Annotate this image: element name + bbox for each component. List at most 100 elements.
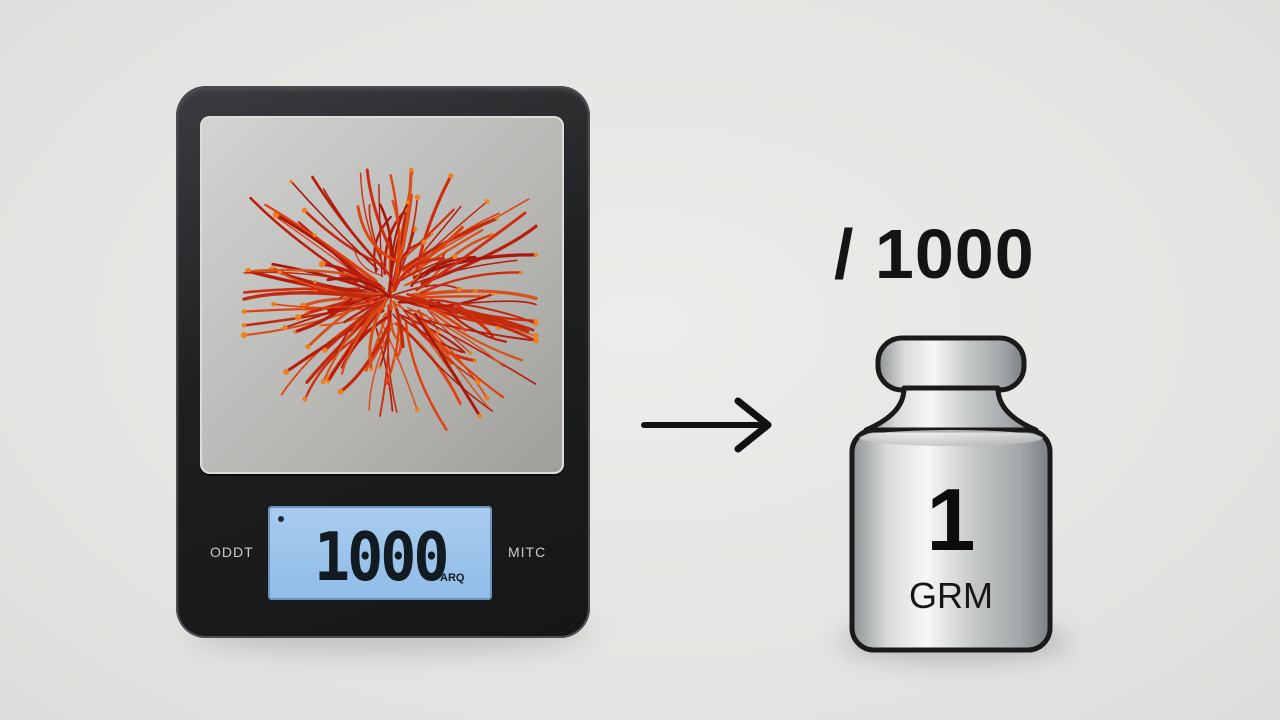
saffron-thread-tip [421, 239, 427, 245]
saffron-thread-tip [289, 179, 293, 184]
saffron-thread [396, 233, 433, 265]
saffron-thread [303, 209, 381, 265]
saffron-thread [404, 320, 448, 431]
saffron-threads [240, 167, 539, 431]
saffron-thread-tip [448, 173, 454, 179]
saffron-thread-tip [282, 324, 288, 331]
saffron-thread [390, 284, 461, 297]
saffron-thread [397, 228, 484, 282]
saffron-thread-tip [293, 330, 297, 334]
calibration-weight [849, 335, 1053, 653]
saffron-thread [290, 180, 379, 271]
saffron-thread-tip [534, 252, 538, 257]
display-indicator-dot [278, 516, 284, 522]
saffron-thread-tip [473, 288, 478, 294]
saffron-thread [378, 184, 383, 278]
saffron-thread-tip [240, 332, 248, 339]
saffron-thread-tip [414, 406, 420, 412]
saffron-thread [397, 297, 538, 342]
saffron-thread-tip [241, 309, 247, 314]
saffron-thread-tip [337, 388, 344, 395]
saffron-thread-tip [405, 200, 410, 205]
saffron-thread [359, 172, 395, 285]
scale-platform [200, 116, 564, 474]
saffron-thread [430, 310, 523, 362]
saffron-thread-tip [393, 357, 397, 360]
saffron-thread [278, 271, 385, 295]
saffron-thread [419, 290, 476, 297]
saffron-thread [379, 304, 390, 417]
weight-number: 1 [926, 470, 976, 569]
saffron-thread [311, 175, 392, 277]
left-button-label: ODDT [210, 544, 254, 560]
saffron-thread [326, 276, 391, 298]
saffron-thread [417, 309, 454, 365]
saffron-thread [243, 271, 358, 284]
saffron-thread [340, 303, 384, 375]
saffron-thread-tip [491, 292, 495, 296]
saffron-thread-tip [519, 270, 523, 275]
saffron-thread [413, 312, 482, 418]
saffron-thread-tip [468, 350, 473, 355]
saffron-thread-tip [477, 413, 483, 419]
kitchen-scale: 1000 ARQ ODDT MITC [176, 86, 590, 638]
saffron-thread-tip [283, 368, 289, 375]
divisor-text: / 1000 [834, 215, 1035, 293]
saffron-thread-tip [312, 233, 317, 238]
saffron-thread-tip [533, 337, 539, 344]
saffron-thread [400, 256, 456, 281]
right-arrow-icon [641, 397, 772, 453]
saffron-thread-tip [484, 395, 490, 401]
saffron-thread-tip [326, 379, 330, 384]
saffron-thread-tip [294, 314, 302, 321]
saffron-thread [343, 300, 381, 324]
saffron-thread [368, 297, 389, 371]
saffron-thread [436, 299, 480, 324]
saffron-thread [415, 211, 527, 292]
saffron-thread [419, 271, 522, 295]
saffron-thread [242, 291, 364, 301]
saffron-thread-tip [533, 333, 539, 339]
saffron-thread-tip [409, 167, 414, 173]
saffron-thread [399, 241, 425, 272]
saffron-thread [389, 174, 400, 288]
saffron-thread [356, 205, 400, 263]
saffron-thread-tip [320, 379, 326, 385]
saffron-thread [368, 204, 384, 265]
weight-unit: GRM [909, 575, 993, 616]
saffron-thread [378, 310, 392, 369]
saffron-thread [378, 203, 393, 294]
saffron-thread-tip [322, 347, 328, 353]
saffron-thread-tip [378, 365, 382, 369]
saffron-thread [396, 295, 535, 332]
saffron-thread [293, 297, 353, 334]
saffron-thread [323, 300, 383, 352]
saffron-thread-tip [369, 367, 373, 372]
saffron-thread-tip [302, 396, 308, 402]
saffron-thread [338, 325, 390, 394]
display-value: 1000 [314, 518, 449, 597]
saffron-thread [274, 213, 365, 280]
saffron-thread [435, 299, 508, 343]
saffron-thread [410, 289, 538, 300]
saffron-thread-tip [313, 280, 317, 284]
saffron-thread-tip [277, 270, 282, 275]
saffron-thread-tip [319, 323, 323, 327]
saffron-thread [389, 196, 419, 297]
saffron-thread [306, 308, 352, 349]
saffron-thread [410, 255, 477, 287]
scale-display: 1000 ARQ [268, 506, 492, 600]
saffron-thread [272, 301, 371, 309]
saffron-thread-tip [305, 343, 311, 350]
saffron-thread [249, 196, 358, 283]
saffron-thread [410, 259, 518, 286]
display-unit: ARQ [440, 572, 465, 584]
saffron-thread [313, 280, 378, 298]
saffron-thread-tip [495, 217, 499, 221]
saffron-thread-tip [414, 194, 421, 201]
saffron-thread [415, 174, 453, 272]
saffron-thread-tip [299, 302, 307, 310]
saffron-thread-tip [436, 330, 441, 334]
saffron-thread [425, 306, 471, 354]
